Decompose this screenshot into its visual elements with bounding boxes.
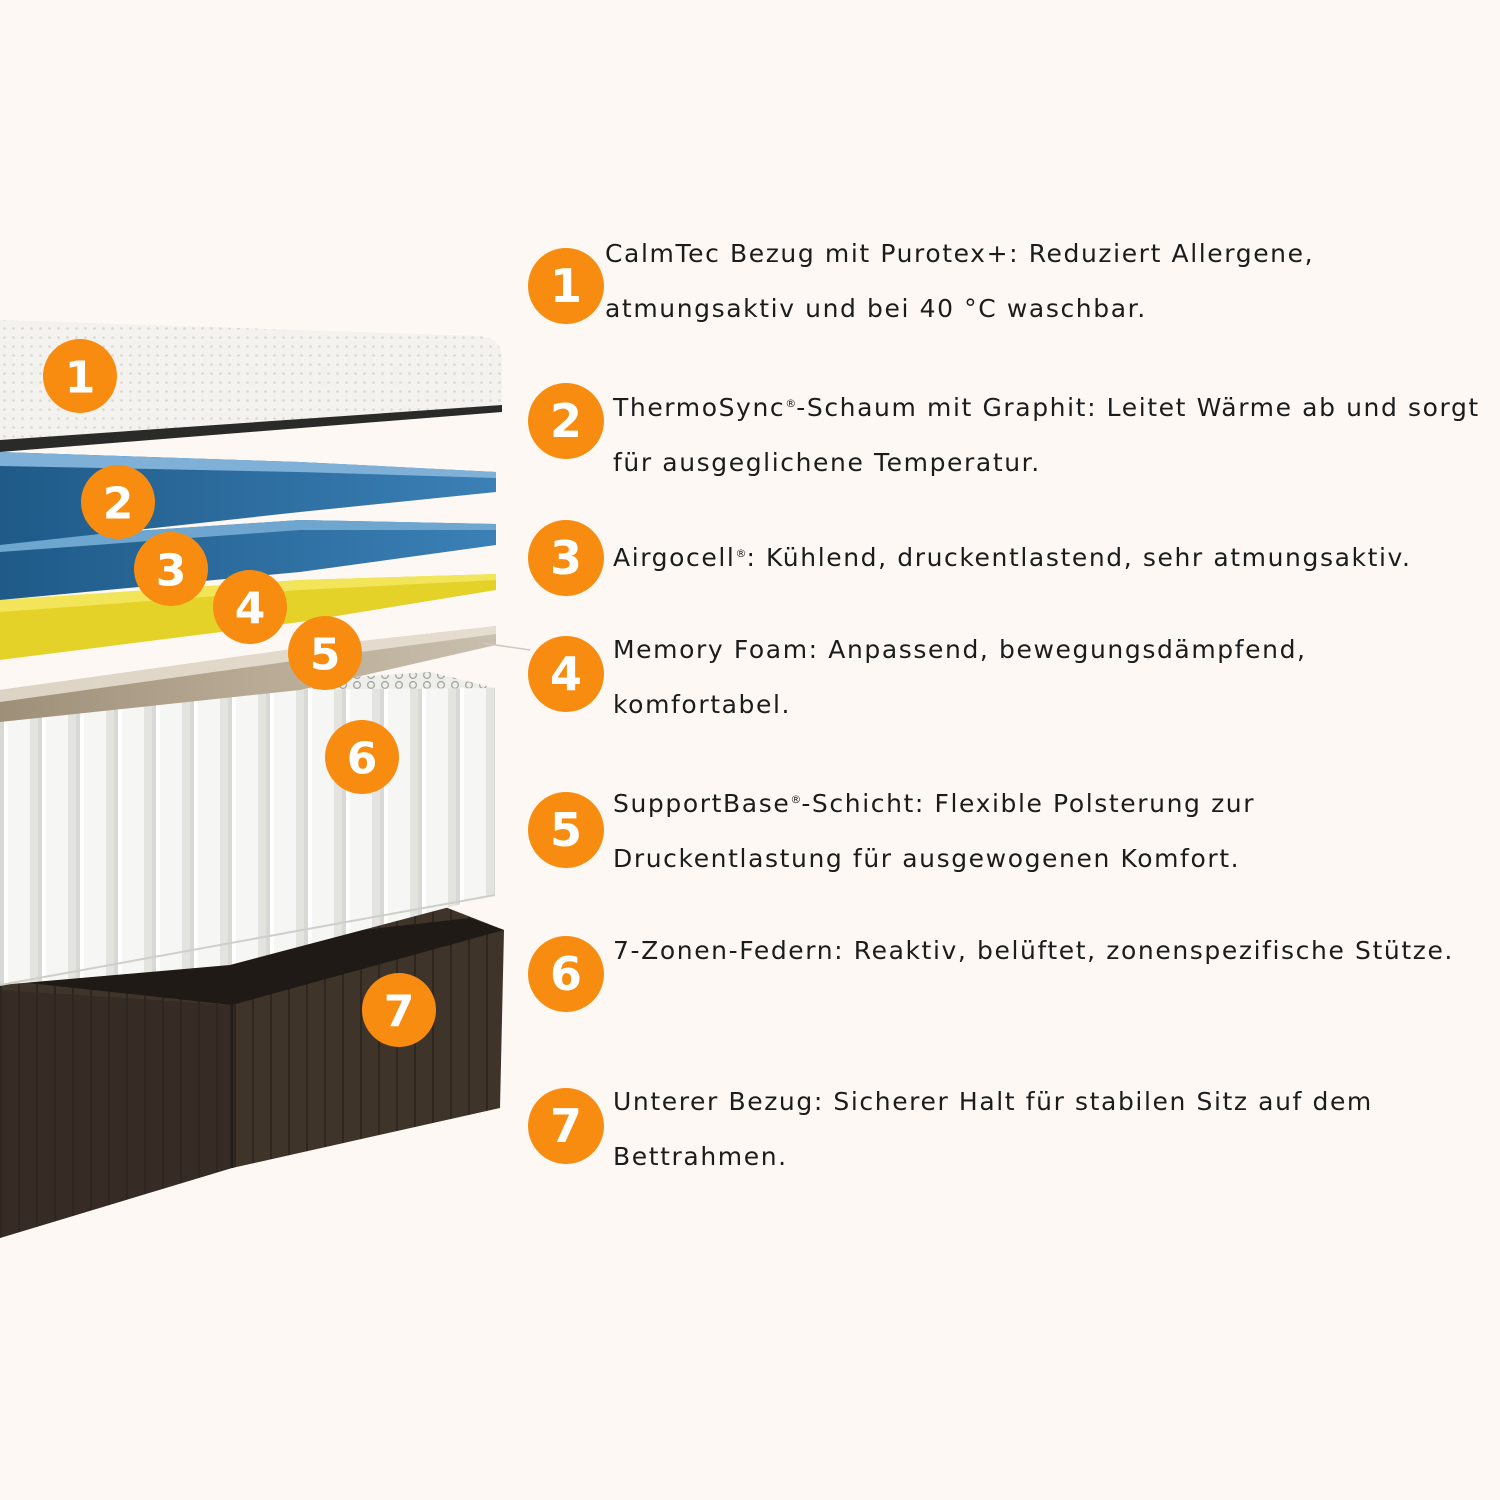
legend-badge-4: 4 <box>528 636 604 712</box>
illustration-badge-number-5: 5 <box>310 630 341 681</box>
legend-item-5: 5 SupportBase®-Schicht: Flexible Polster… <box>528 789 1478 912</box>
legend-text-4: Memory Foam: Anpassend, bewegungsdämpfen… <box>613 635 1307 719</box>
legend-item-6: 6 7-Zonen-Federn: Reaktiv, belüftet, zon… <box>528 936 1478 1056</box>
illustration-badge-4 <box>213 570 287 644</box>
illustration-badge-number-6: 6 <box>347 734 378 785</box>
legend-text-2: ThermoSync®-Schaum mit Graphit: Leitet W… <box>613 393 1480 477</box>
illustration-badge-number-7: 7 <box>384 987 415 1038</box>
registered-mark: ® <box>790 793 802 806</box>
legend-text-6: 7-Zonen-Federn: Reaktiv, belüftet, zonen… <box>613 936 1454 965</box>
legend-text-7: Unterer Bezug: Sicherer Halt für stabile… <box>613 1087 1373 1171</box>
legend-item-1: 1 CalmTec Bezug mit Purotex+: Reduziert … <box>528 239 1478 368</box>
illustration-badge-1 <box>43 339 117 413</box>
legend-badge-3: 3 <box>528 520 604 596</box>
illustration-badge-7 <box>362 973 436 1047</box>
legend-item-3: 3 Airgocell®: Kühlend, druckentlastend, … <box>528 520 1478 640</box>
legend-text-5: SupportBase®-Schicht: Flexible Polsterun… <box>613 789 1256 873</box>
illustration-badge-5 <box>288 616 362 690</box>
illustration-badge-number-4: 4 <box>235 584 266 635</box>
layer-supportbase <box>0 626 496 722</box>
legend-text-3: Airgocell®: Kühlend, druckentlastend, se… <box>613 543 1412 572</box>
layer-cover <box>0 320 502 452</box>
legend-badge-6: 6 <box>528 936 604 1012</box>
illustration-badge-number-3: 3 <box>156 546 187 597</box>
legend-item-2: 2 ThermoSync®-Schaum mit Graphit: Leitet… <box>528 383 1478 503</box>
illustration-badge-6 <box>325 720 399 794</box>
illustration-badge-2 <box>81 465 155 539</box>
illustration-badge-3 <box>134 532 208 606</box>
legend-badge-7: 7 <box>528 1088 604 1164</box>
legend-item-4: 4 Memory Foam: Anpassend, bewegungsdämpf… <box>528 635 1478 756</box>
legend-badge-5: 5 <box>528 792 604 868</box>
legend-badge-1: 1 <box>528 248 604 324</box>
registered-mark: ® <box>735 547 747 560</box>
connector-line <box>481 642 531 651</box>
legend-item-7: 7 Unterer Bezug: Sicherer Halt für stabi… <box>528 1087 1478 1208</box>
legend-badge-2: 2 <box>528 383 604 459</box>
illustration-badge-number-2: 2 <box>103 479 134 530</box>
registered-mark: ® <box>785 397 797 410</box>
illustration-badge-number-1: 1 <box>65 353 96 404</box>
layer-airgocell <box>0 520 496 600</box>
legend-text-1: CalmTec Bezug mit Purotex+: Reduziert Al… <box>605 239 1315 323</box>
